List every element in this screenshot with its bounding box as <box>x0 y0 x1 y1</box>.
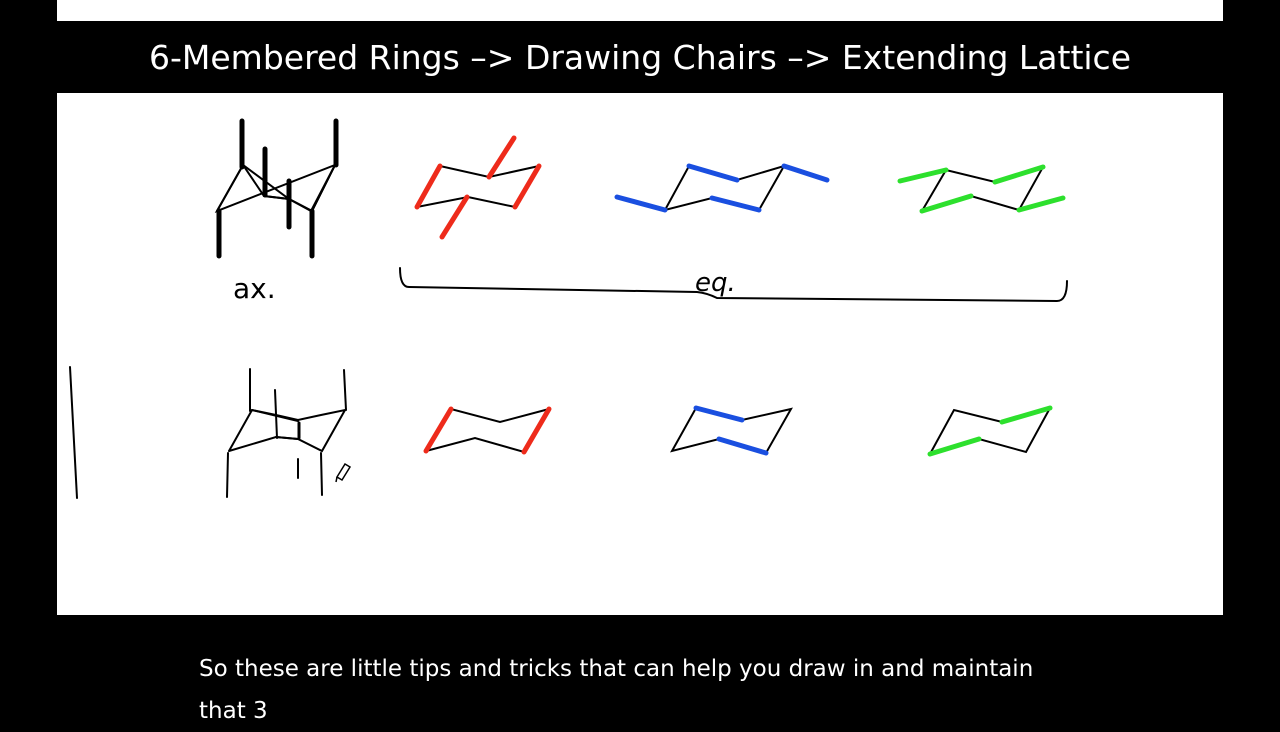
sketch-axial-5 <box>226 452 229 498</box>
red-bond-1 <box>414 163 443 210</box>
green-equatorial-chair <box>897 164 1066 214</box>
axial-label: ax. <box>233 272 276 305</box>
blue-bond-1 <box>686 163 740 183</box>
equatorial-label: eq. <box>695 268 736 298</box>
blue-bottom-bond-1 <box>693 405 745 423</box>
left-pen-stroke <box>69 366 78 499</box>
sketch-axial-2 <box>274 389 278 439</box>
axial-chair-sketch <box>226 368 347 498</box>
green-bond-4 <box>1016 195 1066 213</box>
slide-title: 6-Membered Rings –> Drawing Chairs –> Ex… <box>149 38 1131 77</box>
red-bottom-bond-2 <box>521 406 552 455</box>
red-bond-3 <box>486 135 517 180</box>
video-top-strip <box>57 0 1223 21</box>
red-bottom-bond-1 <box>423 406 454 454</box>
green-bottom-bond-1 <box>927 436 982 457</box>
red-bond-2 <box>512 163 542 210</box>
green-bond-2 <box>992 164 1046 185</box>
axial-chair-outline <box>214 163 338 213</box>
axial-chair-top <box>214 118 339 259</box>
sketch-axial-7 <box>320 452 323 496</box>
blue-bond-2 <box>709 195 762 213</box>
equatorial-brace <box>399 267 1068 303</box>
blue-bottom-bond-2 <box>716 436 769 456</box>
pen-cursor-icon <box>335 462 352 483</box>
red-bond-4 <box>439 194 470 240</box>
blue-equatorial-chair <box>614 163 830 213</box>
blue-chair-bottom <box>669 405 793 456</box>
green-chair-bottom <box>927 405 1053 457</box>
subtitle-caption: So these are little tips and tricks that… <box>199 656 1034 724</box>
sketch-axial-4 <box>343 369 347 411</box>
chair-diagram: ax. eq. <box>69 118 1068 499</box>
sketch-ring <box>228 408 347 453</box>
green-bond-3 <box>897 167 949 184</box>
green-bond-1 <box>919 193 974 214</box>
slide-canvas: ax. eq. <box>57 93 1223 615</box>
green-bottom-bond-2 <box>999 405 1053 425</box>
red-chair-bottom <box>423 406 552 455</box>
red-equatorial-chair <box>414 135 542 240</box>
sketch-mid-edge <box>275 436 299 440</box>
blue-bond-4 <box>781 163 830 183</box>
blue-bond-3 <box>614 194 668 213</box>
sketch-back-edge <box>251 409 299 422</box>
